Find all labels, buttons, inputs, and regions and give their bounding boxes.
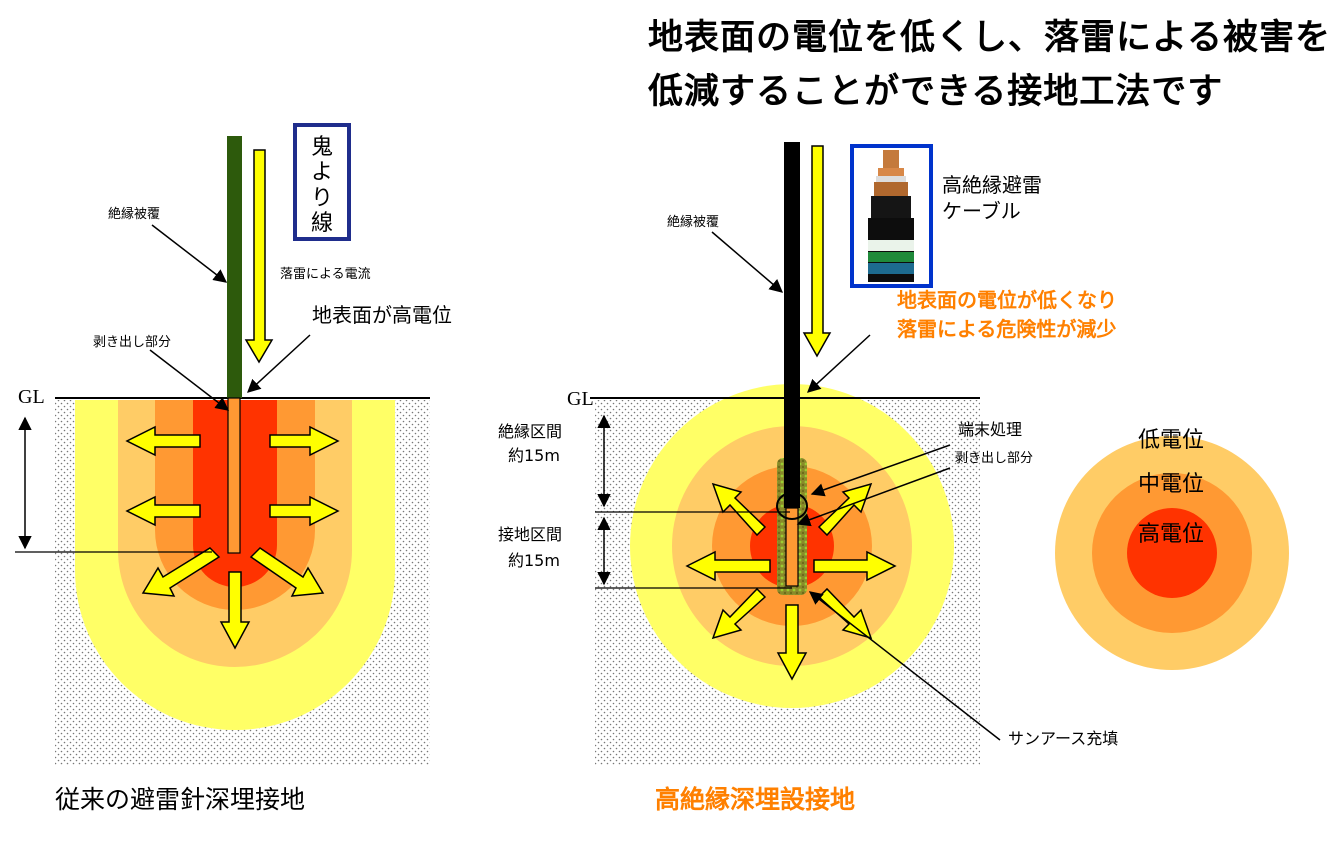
ground-section-length: 約15m [508,551,560,570]
right-arrow-up-right [817,482,873,537]
right-arrow-up-left [711,482,767,537]
right-terminal-pointer [810,444,951,497]
right-stripped-label: 剥き出し部分 [955,451,1034,466]
legend-ring-high [1127,508,1217,598]
right-arrow-right [813,550,897,582]
right-gl-label: GL [567,388,594,410]
right-insulation-label: 絶縁被覆 [667,215,720,230]
right-arrow-down [776,604,808,681]
left-insulation-pointer [151,224,228,283]
right-surface-pointer [807,334,871,393]
strand-wire-label: 鬼より線 [293,123,351,241]
left-green-rod [227,136,242,398]
right-stripped-rod [785,507,799,587]
right-caption: 高絶縁深埋設接地 [655,785,856,814]
left-arrow-down-right [249,547,325,597]
left-gl-label: GL [18,386,45,408]
left-stripped-label: 剥き出し部分 [93,335,172,350]
right-insulation-pointer [711,231,784,293]
benefit-line-1: 地表面の電位が低くなり [897,288,1117,312]
headline-line-1: 地表面の電位を低くし、落雷による被害を [648,18,1331,58]
cable-photo [850,144,933,288]
left-arrow-upper-left [125,425,201,457]
left-arrow-lower-right [269,495,340,527]
left-insulation-label: 絶縁被覆 [108,207,161,222]
left-current-arrow [244,149,274,364]
right-arrow-left [685,550,771,582]
right-arrow-down-left [711,587,767,640]
legend-high-label: 高電位 [1138,522,1205,547]
potential-legend [1055,436,1289,670]
right-discharge-arrows [685,482,897,681]
legend-low-label: 低電位 [1138,428,1205,453]
filler-label: サンアース充填 [1008,729,1119,748]
left-arrow-lower-left [125,495,201,527]
ground-section-label: 接地区間 [498,525,563,544]
legend-mid-label: 中電位 [1138,472,1205,497]
strand-wire-text: 鬼より線 [310,135,333,236]
left-stripped-pointer [149,349,230,411]
left-stripped-rod [227,397,241,554]
right-filler-pointer [808,591,1001,741]
left-arrow-down [219,571,251,650]
right-arrow-down-right [817,587,873,640]
right-current-arrow [802,145,832,358]
cable-photo-image [854,148,929,284]
left-arrow-down-left [141,547,221,597]
right-terminal-ellipse [776,492,808,520]
left-arrow-upper-right [269,425,340,457]
cable-label-1: 高絶縁避雷 [942,173,1042,197]
left-surface-high-label: 地表面が高電位 [312,303,452,327]
left-current-label: 落雷による電流 [280,267,371,282]
left-discharge-arrows [125,425,340,650]
right-black-cable [784,142,800,508]
right-diagram [590,142,1001,765]
benefit-line-2: 落雷による危険性が減少 [897,317,1117,341]
right-stripped-pointer [796,467,951,527]
insulated-section-label: 絶縁区間 [498,422,563,441]
insulated-section-length: 約15m [508,446,560,465]
left-caption: 従来の避雷針深埋接地 [55,785,306,814]
cable-label-2: ケーブル [942,199,1021,223]
terminal-label: 端末処理 [958,420,1023,439]
left-surface-pointer [247,334,311,393]
headline-line-2: 低減することができる接地工法です [648,72,1224,112]
left-diagram [15,136,430,765]
